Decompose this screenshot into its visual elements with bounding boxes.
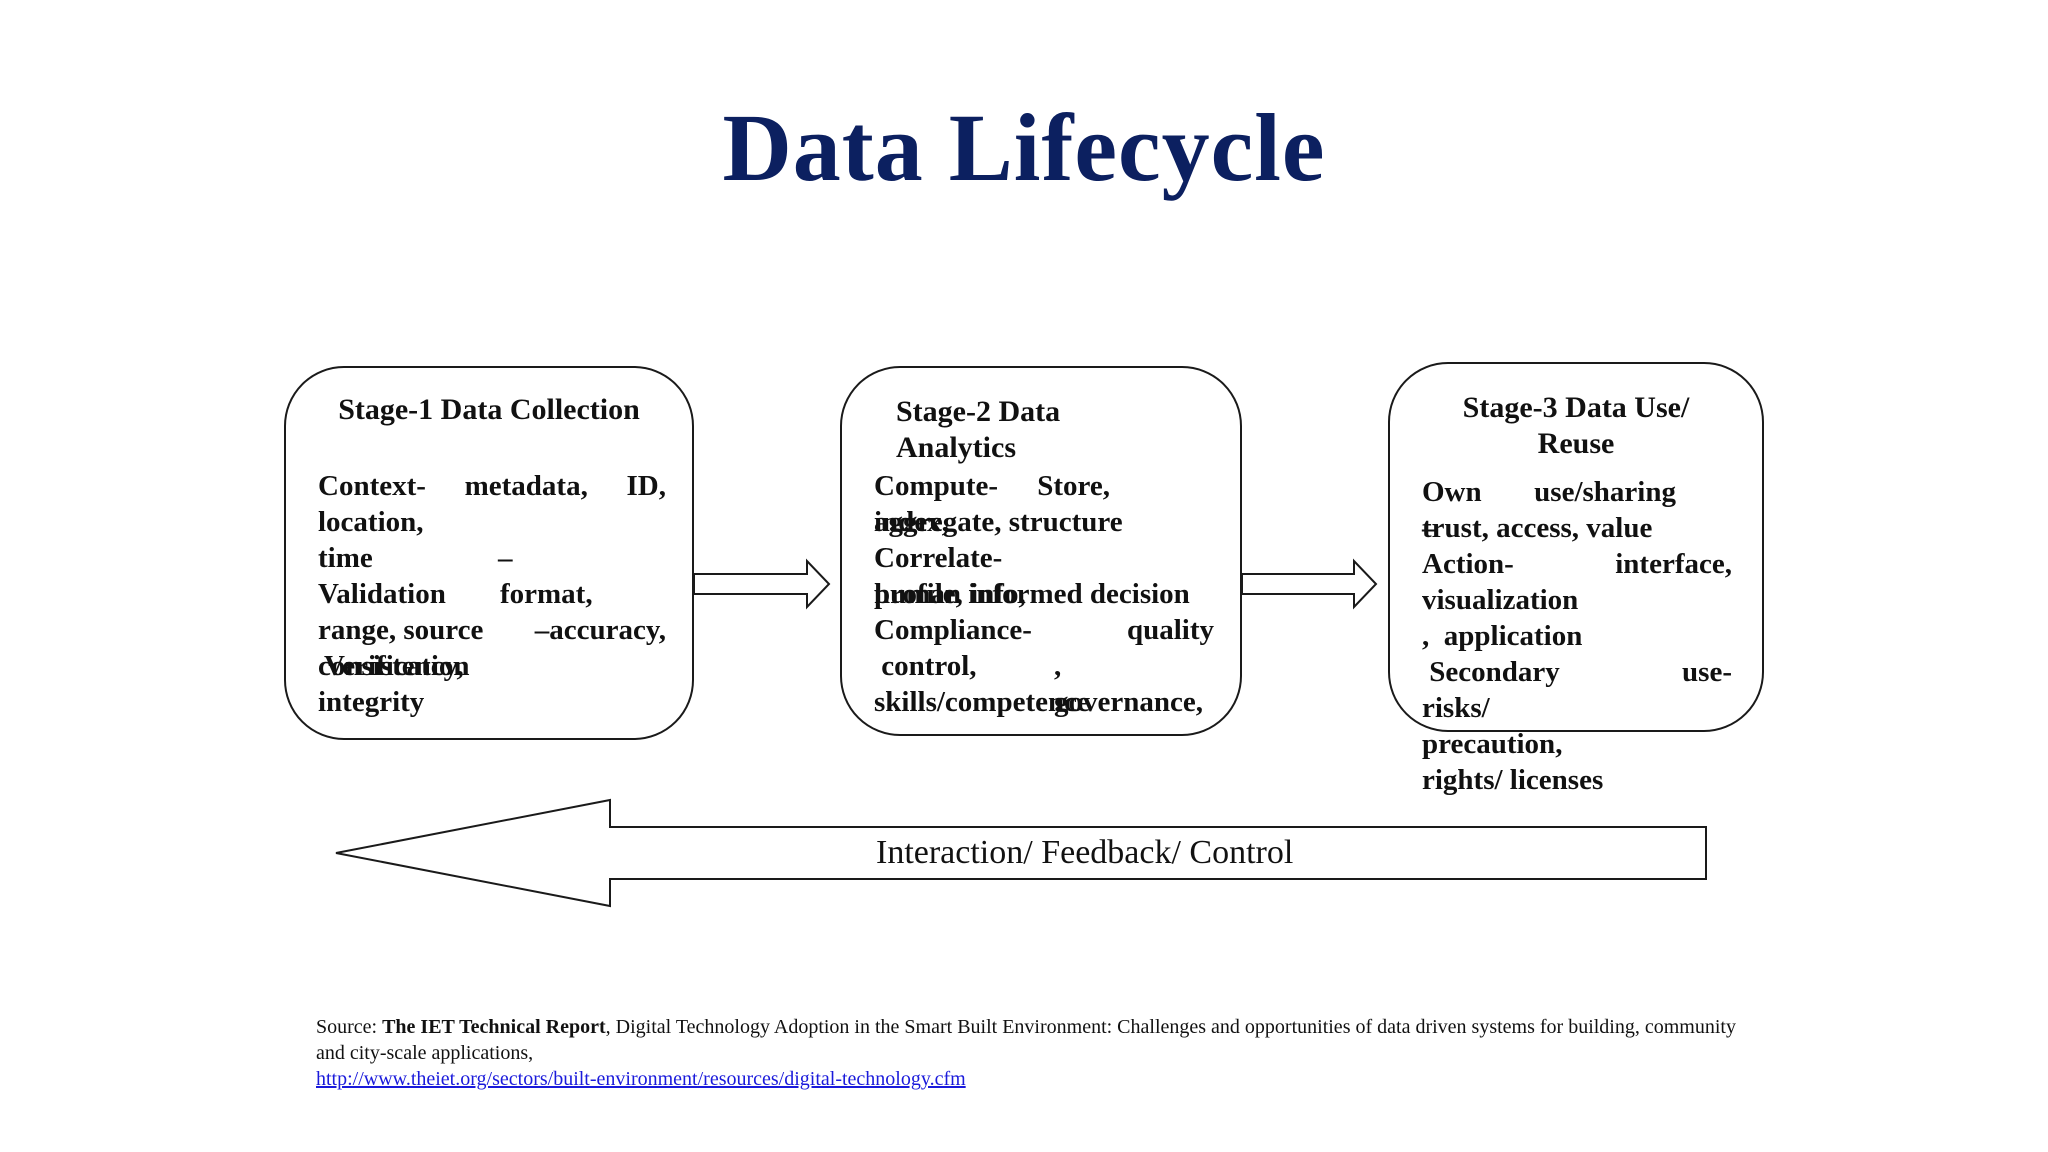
stage-1-line: Context- metadata, ID, — [318, 468, 666, 504]
stage-1-text: integrity — [318, 686, 425, 718]
stage-2-title-line: Stage-2 Data — [896, 395, 1061, 428]
stage-3-line: Action- interface, — [1422, 546, 1732, 582]
stage-2-title-line: Analytics — [896, 431, 1016, 464]
source-prefix: Source: — [316, 1016, 383, 1038]
source-text: , Digital Technology Adoption in the Sma… — [316, 1016, 1736, 1064]
stage-2-text: profile, info, — [874, 578, 1026, 610]
stage-1-text: metadata, — [464, 470, 588, 502]
stage-1-text: consistency, — [318, 650, 464, 682]
stage-2-line: index, aggregate, structure — [874, 504, 1214, 540]
source-citation: Source: The IET Technical Report, Digita… — [316, 1014, 1756, 1092]
stage-1-line: location, — [318, 504, 666, 540]
stage-2-text: skills/competence — [874, 686, 1090, 718]
stage-3-text: precaution, — [1422, 728, 1563, 760]
stage-2-text: Store, — [1037, 470, 1110, 502]
stage-1-text: Validation — [318, 578, 446, 610]
feedback-label: Interaction/ Feedback/ Control — [876, 834, 1294, 871]
stage-1-line: time – — [318, 540, 666, 576]
stage-3-text: Action- — [1422, 548, 1514, 580]
stage-2-line: control, , — [874, 648, 1214, 684]
stage-2-title: Stage-2 Data Analytics — [896, 394, 1216, 466]
stage-3-text: Secondary — [1422, 656, 1560, 688]
stage-2-text: Compute- — [874, 470, 999, 502]
stage-3-line: Secondary use- — [1422, 654, 1732, 690]
stage-1-body: Context- metadata, ID, location, time – … — [318, 468, 666, 720]
stage-1-text: range, source — [318, 614, 484, 646]
stage-2-text: control, — [874, 650, 977, 682]
stage-2-box: Stage-2 Data Analytics Compute- Store, i… — [840, 366, 1242, 736]
stage-1-title: Stage-1 Data Collection — [338, 393, 640, 426]
stage-2-overlay-text: aggregate, structure — [874, 506, 1123, 538]
stage-2-text: , — [1054, 650, 1062, 682]
stage-2-text: quality — [1126, 614, 1214, 646]
stage-1-line: consistency, Verification — [318, 648, 666, 684]
stage-2-overlay-text: governance, — [1054, 686, 1203, 718]
source-link[interactable]: http://www.theiet.org/sectors/built-envi… — [316, 1068, 966, 1090]
stage-3-text: rights/ licenses — [1422, 764, 1604, 796]
stage-3-line: risks/ — [1422, 690, 1732, 726]
stage-3-title: Stage-3 Data Use/ Reuse — [1390, 390, 1762, 462]
stage-2-text: index, — [874, 506, 949, 538]
arrow-stage1-to-stage2 — [693, 558, 831, 610]
source-report-title: The IET Technical Report — [382, 1016, 606, 1038]
stage-1-text: – — [498, 542, 513, 574]
stage-3-text: visualization — [1422, 584, 1579, 616]
stage-1-text: location, — [318, 506, 424, 538]
stage-1-line: Validation format, — [318, 576, 666, 612]
stage-1-text: Context- — [318, 470, 426, 502]
stage-3-text: use- — [1682, 656, 1732, 688]
stage-3-line: – trust, access, value — [1422, 510, 1732, 546]
stage-1-overlay-text: Verification — [324, 650, 470, 682]
stage-2-line: Correlate- — [874, 540, 1214, 576]
stage-1-line: range, source –accuracy, — [318, 612, 666, 648]
stage-1-text: –accuracy, — [534, 614, 666, 646]
stage-2-text: Compliance- — [874, 614, 1032, 646]
stage-3-title-line: Reuse — [1537, 427, 1615, 460]
arrow-stage2-to-stage3 — [1241, 558, 1378, 610]
stage-1-line: integrity — [318, 684, 666, 720]
stage-1-box: Stage-1 Data Collection Context- metadat… — [284, 366, 694, 740]
stage-3-title-line: Stage-3 Data Use/ — [1462, 391, 1690, 424]
stage-3-line: visualization — [1422, 582, 1732, 618]
stage-1-text: ID, — [626, 470, 666, 502]
stage-2-body: Compute- Store, index, aggregate, struct… — [874, 468, 1214, 720]
stage-2-line: skills/competence governance, — [874, 684, 1214, 720]
stage-3-body: Own use/sharing – trust, access, value A… — [1422, 474, 1732, 798]
stage-3-text: , application — [1422, 620, 1583, 652]
stage-3-text: – — [1422, 512, 1437, 544]
stage-3-line: Own use/sharing — [1422, 474, 1676, 510]
stage-3-box: Stage-3 Data Use/ Reuse Own use/sharing … — [1388, 362, 1764, 796]
feedback-arrow — [335, 798, 1707, 908]
stage-2-line: profile, info, human informed decision — [874, 576, 1214, 612]
stage-3-text: interface, — [1615, 548, 1732, 580]
stage-3-line: rights/ licenses — [1422, 762, 1732, 798]
stage-1-text: format, — [500, 578, 593, 610]
stage-3-text: use/sharing — [1534, 476, 1676, 508]
stage-2-text: Correlate- — [874, 542, 1003, 574]
stage-3-line: , application — [1422, 618, 1732, 654]
stage-3-overlay-text: trust, access, value — [1422, 512, 1653, 544]
stage-2-overlay-text: human informed decision — [874, 578, 1190, 610]
stage-2-line: Compute- Store, — [874, 468, 1110, 504]
stage-3-text: risks/ — [1422, 692, 1490, 724]
stage-3-text: Own — [1422, 476, 1482, 508]
stage-3-line: precaution, — [1422, 726, 1732, 762]
page-title: Data Lifecycle — [722, 94, 1326, 201]
stage-1-text: time — [318, 542, 373, 574]
stage-2-line: Compliance- quality — [874, 612, 1214, 648]
